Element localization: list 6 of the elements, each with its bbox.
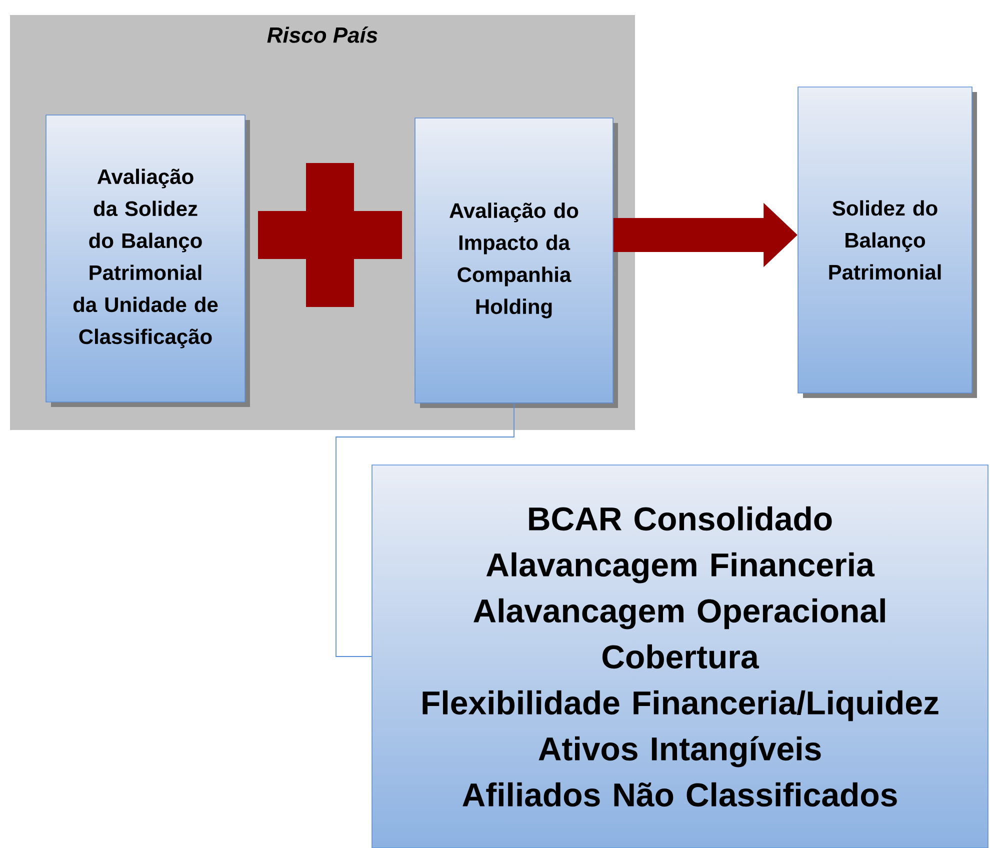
text-box: BCAR Consolidado Alavancagem Financeria Alavancagem Operacional Cobertura Flexibilidade Financeria/Liquidez Ativos Intangíveis Afiliados Não Classificados bbox=[372, 464, 988, 848]
connector-line bbox=[336, 402, 514, 657]
text-box: Avaliação da Solidez do Balanço Patrimonial da Unidade de Classificação bbox=[46, 114, 250, 407]
text-box: Avaliação do Impacto da Companhia Holding bbox=[414, 118, 618, 408]
plus-sign bbox=[258, 163, 402, 307]
text-box: Solidez do Balanço Patrimonial bbox=[798, 86, 977, 398]
